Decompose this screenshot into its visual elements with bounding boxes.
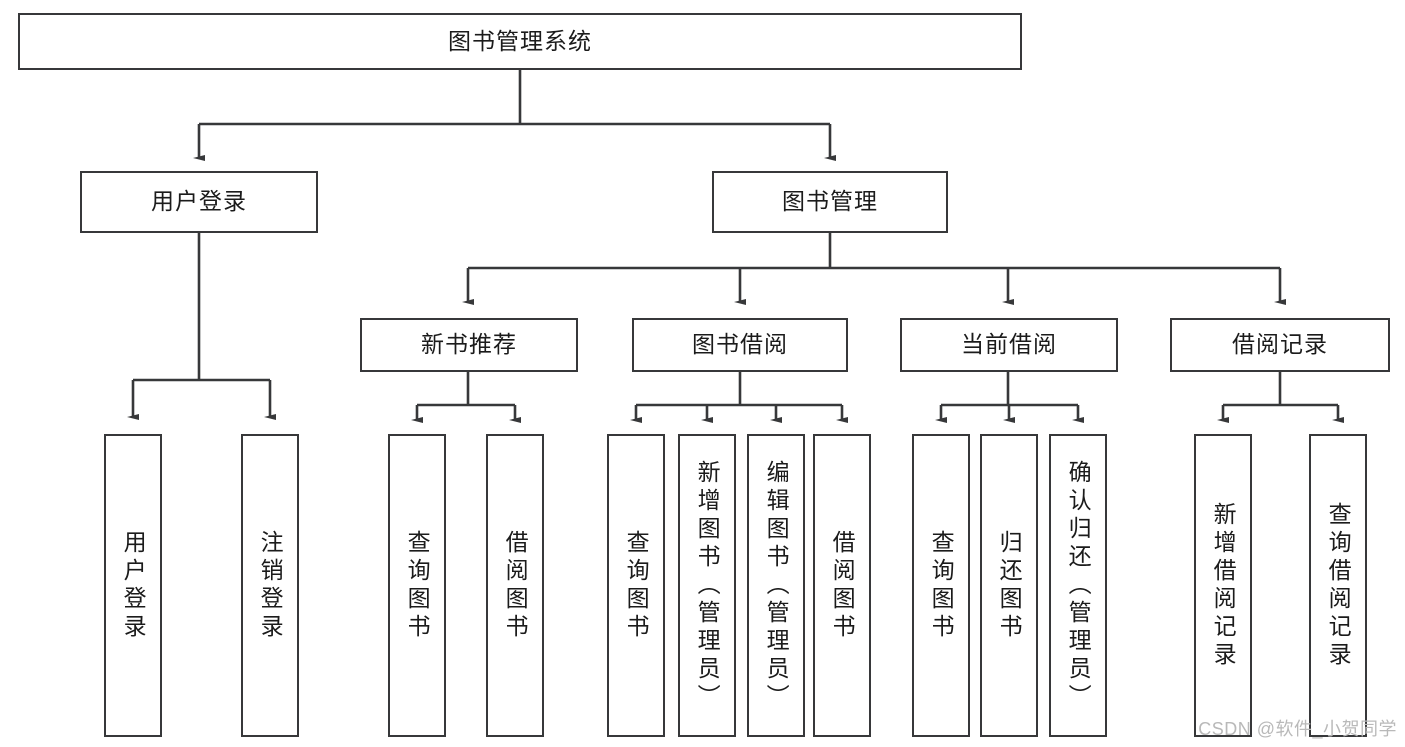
csdn-watermark: CSDN @软件_小贺同学 bbox=[1198, 719, 1397, 739]
node-label: 新增借阅记录 bbox=[1210, 501, 1237, 670]
node-book-borrow[interactable]: 图书借阅 bbox=[632, 318, 848, 372]
node-leaf-edit-book-admin[interactable]: 编辑图书（管理员） bbox=[747, 434, 805, 737]
node-label: 当前借阅 bbox=[961, 331, 1057, 358]
node-user-login[interactable]: 用户登录 bbox=[80, 171, 318, 233]
node-label: 新书推荐 bbox=[421, 331, 517, 358]
node-label: 注销登录 bbox=[257, 529, 284, 642]
node-label: 图书管理 bbox=[782, 188, 878, 215]
node-leaf-query-book-borrow[interactable]: 查询图书 bbox=[607, 434, 665, 737]
node-label: 查询图书 bbox=[623, 529, 650, 642]
node-current-borrow[interactable]: 当前借阅 bbox=[900, 318, 1118, 372]
node-leaf-borrow-book-new[interactable]: 借阅图书 bbox=[486, 434, 544, 737]
node-label: 查询图书 bbox=[404, 529, 431, 642]
node-label: 用户登录 bbox=[151, 188, 247, 215]
node-leaf-user-login[interactable]: 用户登录 bbox=[104, 434, 162, 737]
node-leaf-add-book-admin[interactable]: 新增图书（管理员） bbox=[678, 434, 736, 737]
node-book-management[interactable]: 图书管理 bbox=[712, 171, 948, 233]
node-label: 查询借阅记录 bbox=[1325, 501, 1352, 670]
node-borrow-record[interactable]: 借阅记录 bbox=[1170, 318, 1390, 372]
node-leaf-logout[interactable]: 注销登录 bbox=[241, 434, 299, 737]
node-label: 图书借阅 bbox=[692, 331, 788, 358]
node-label: 借阅图书 bbox=[829, 529, 856, 642]
node-leaf-return-book[interactable]: 归还图书 bbox=[980, 434, 1038, 737]
node-leaf-borrow-book[interactable]: 借阅图书 bbox=[813, 434, 871, 737]
node-label: 图书管理系统 bbox=[448, 27, 592, 54]
node-leaf-query-borrow-record[interactable]: 查询借阅记录 bbox=[1309, 434, 1367, 737]
node-leaf-confirm-return-admin[interactable]: 确认归还（管理员） bbox=[1049, 434, 1107, 737]
node-label: 编辑图书（管理员） bbox=[763, 459, 790, 712]
node-label: 用户登录 bbox=[120, 529, 147, 642]
node-leaf-query-book-new[interactable]: 查询图书 bbox=[388, 434, 446, 737]
node-label: 归还图书 bbox=[996, 529, 1023, 642]
node-leaf-query-book-current[interactable]: 查询图书 bbox=[912, 434, 970, 737]
node-label: 查询图书 bbox=[928, 529, 955, 642]
node-new-book-recommend[interactable]: 新书推荐 bbox=[360, 318, 578, 372]
node-label: 借阅图书 bbox=[502, 529, 529, 642]
node-label: 确认归还（管理员） bbox=[1065, 459, 1092, 712]
node-label: 借阅记录 bbox=[1232, 331, 1328, 358]
node-root-system[interactable]: 图书管理系统 bbox=[18, 13, 1022, 70]
node-label: 新增图书（管理员） bbox=[694, 459, 721, 712]
node-leaf-add-borrow-record[interactable]: 新增借阅记录 bbox=[1194, 434, 1252, 737]
